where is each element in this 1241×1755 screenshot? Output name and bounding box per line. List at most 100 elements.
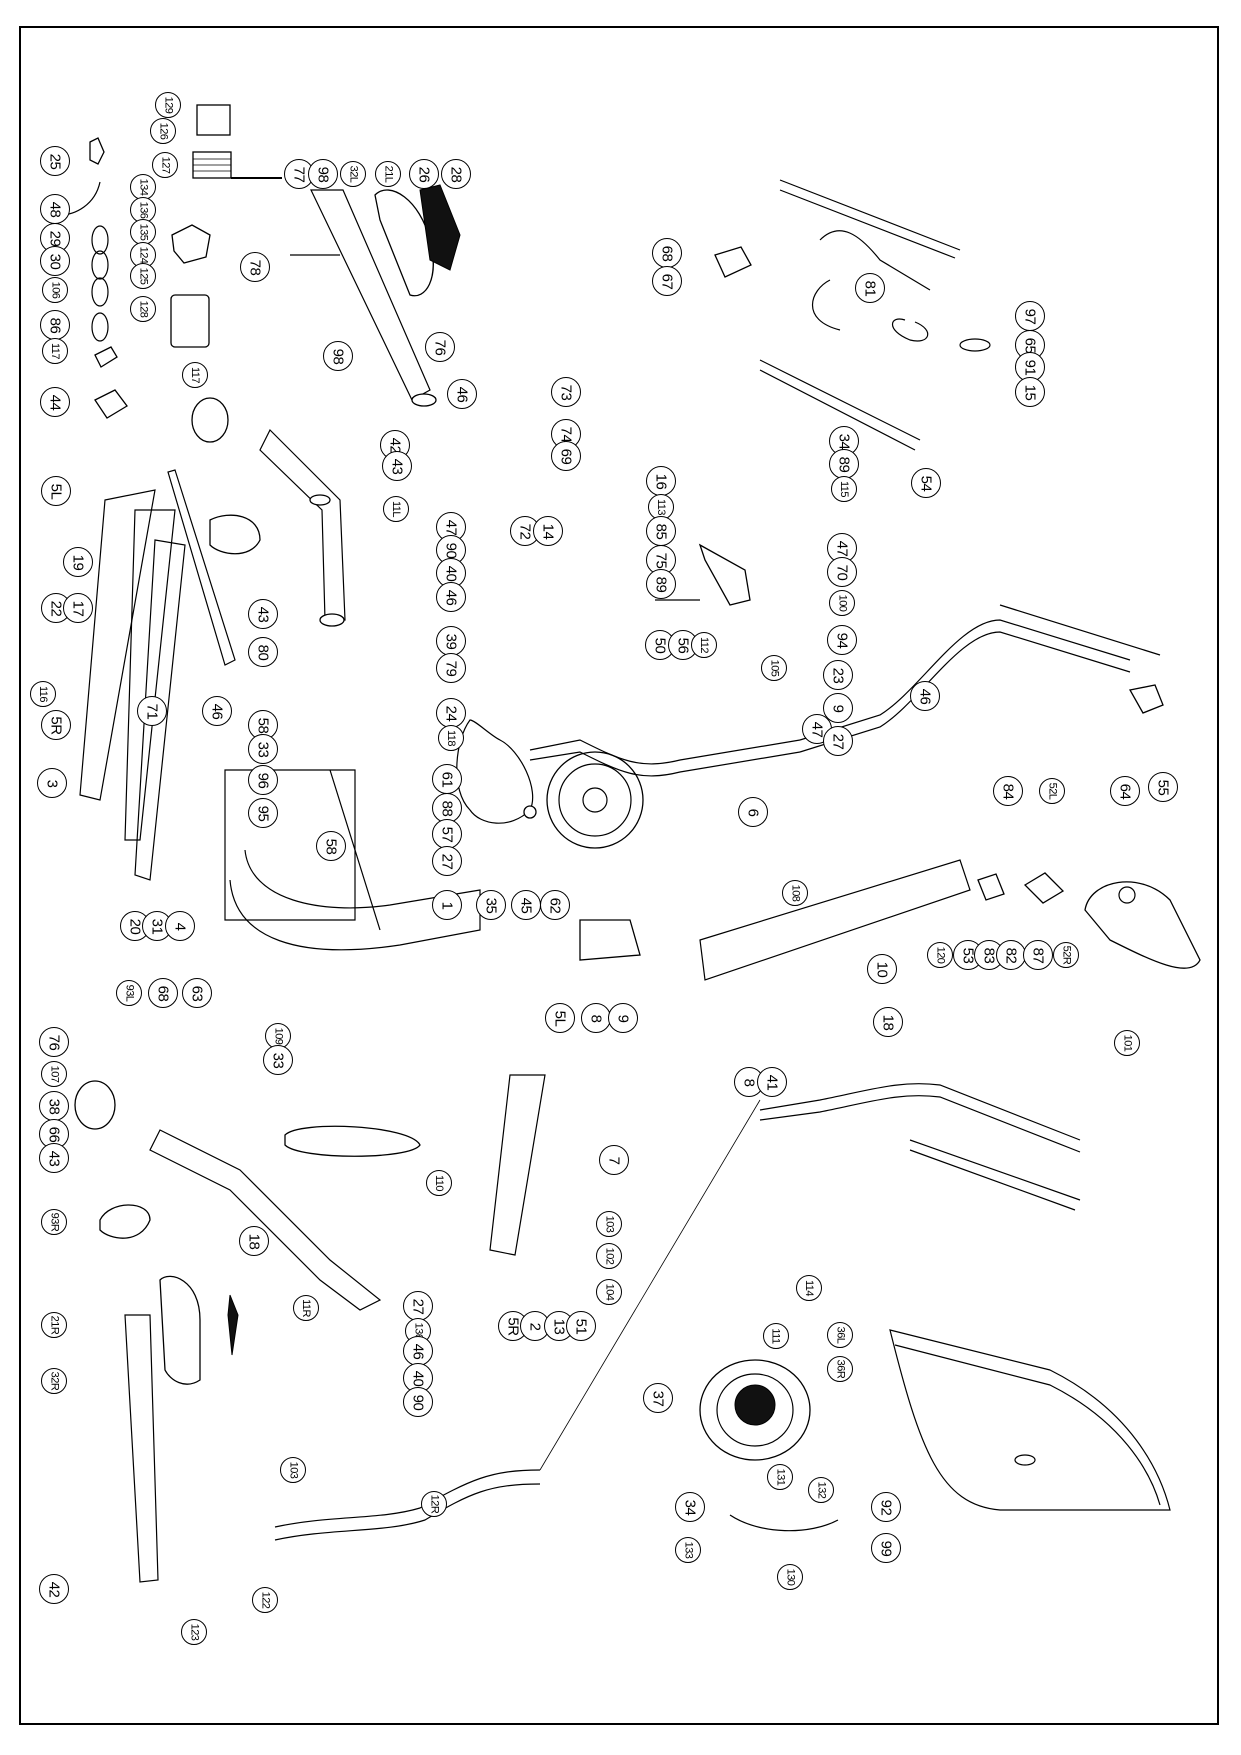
part-number: 127 — [158, 156, 171, 174]
part-callout-131: 131 — [767, 1464, 793, 1490]
part-number: 4 — [171, 922, 189, 930]
part-number: 10 — [873, 961, 891, 977]
part-number: 46 — [208, 703, 226, 719]
part-number: 80 — [254, 644, 272, 660]
part-callout-26: 26 — [409, 159, 439, 189]
part-callout-123: 123 — [181, 1619, 207, 1645]
part-number: 90 — [442, 542, 460, 558]
part-callout-95: 95 — [248, 798, 278, 828]
part-number: 48 — [46, 201, 64, 217]
part-number: 45 — [517, 897, 535, 913]
part-callout-81: 81 — [855, 273, 885, 303]
part-callout-51: 51 — [566, 1311, 596, 1341]
part-callout-77: 77 — [284, 159, 314, 189]
part-callout-24: 24 — [436, 698, 466, 728]
part-number: 32R — [48, 1371, 60, 1391]
part-callout-45: 45 — [511, 890, 541, 920]
part-callout-136: 136 — [130, 197, 156, 223]
part-number: 24 — [442, 705, 460, 721]
part-number: 46 — [409, 1343, 427, 1359]
cap-45 — [523, 805, 537, 819]
part-number: 76 — [45, 1034, 63, 1050]
part-number: 36R — [834, 1359, 846, 1379]
part-number: 123 — [187, 1623, 200, 1641]
part-number: 93L — [122, 984, 135, 1002]
part-number: 79 — [442, 660, 460, 676]
part-number: 46 — [453, 386, 471, 402]
part-number: 16 — [652, 473, 670, 489]
part-callout-18: 18 — [873, 1007, 903, 1037]
part-callout-46: 46 — [403, 1336, 433, 1366]
part-callout-110: 110 — [426, 1170, 452, 1196]
part-number: 118 — [444, 729, 457, 747]
part-number: 19 — [69, 554, 87, 570]
part-number: 78 — [246, 259, 264, 275]
part-callout-68: 68 — [148, 978, 178, 1008]
part-number: 133 — [681, 1541, 694, 1559]
diagram-border — [19, 26, 1219, 1725]
part-number: 58 — [322, 838, 340, 854]
part-callout-54: 54 — [911, 468, 941, 498]
part-number: 58 — [254, 717, 272, 733]
part-callout-21R: 21R — [41, 1312, 67, 1338]
part-number: 90 — [409, 1394, 427, 1410]
side-cover-36 — [889, 1329, 1171, 1511]
part-callout-113: 113 — [648, 494, 674, 520]
part-number: 40 — [409, 1370, 427, 1386]
part-number: 39 — [442, 633, 460, 649]
part-number: 43 — [388, 458, 406, 474]
part-callout-43: 43 — [248, 599, 278, 629]
part-callout-101: 101 — [1114, 1030, 1140, 1056]
part-callout-33: 33 — [248, 734, 278, 764]
part-number: 57 — [438, 826, 456, 842]
part-callout-28: 28 — [441, 159, 471, 189]
part-number: 96 — [254, 772, 272, 788]
upper-handle-52L — [799, 604, 1161, 753]
part-number: 76 — [431, 339, 449, 355]
part-number: 62 — [546, 897, 564, 913]
part-callout-117: 117 — [42, 338, 68, 364]
part-callout-15: 15 — [1015, 377, 1045, 407]
part-callout-97: 97 — [1015, 301, 1045, 331]
rear-stabilizer-rail — [79, 469, 236, 881]
part-number: 12R — [428, 1494, 440, 1514]
part-number: 70 — [833, 564, 851, 580]
part-number: 98 — [314, 166, 332, 182]
part-number: 111 — [769, 1328, 782, 1344]
sensor-25 — [89, 137, 105, 165]
part-callout-23: 23 — [823, 660, 853, 690]
part-number: 105 — [767, 659, 780, 677]
handlebar-81 — [714, 179, 961, 451]
part-number: 97 — [1021, 308, 1039, 324]
part-number: 129 — [161, 96, 174, 114]
part-callout-58: 58 — [316, 831, 346, 861]
part-callout-86: 86 — [40, 310, 70, 340]
part-callout-44: 44 — [40, 387, 70, 417]
adapter-44 — [94, 389, 128, 419]
flywheel-37 — [699, 1359, 811, 1461]
part-callout-70: 70 — [827, 557, 857, 587]
part-callout-120: 120 — [927, 942, 953, 968]
part-number: 34 — [681, 1499, 699, 1515]
part-callout-6: 6 — [738, 797, 768, 827]
part-callout-27: 27 — [403, 1291, 433, 1321]
part-number: 75 — [652, 552, 670, 568]
part-number: 71 — [143, 703, 161, 719]
part-number: 52L — [1045, 782, 1058, 800]
part-number: 112 — [697, 636, 710, 654]
part-callout-27: 27 — [823, 726, 853, 756]
part-number: 134 — [136, 178, 149, 196]
part-callout-130: 130 — [777, 1564, 803, 1590]
part-callout-11L: 11L — [383, 496, 409, 522]
part-number: 54 — [917, 475, 935, 491]
part-number: 104 — [602, 1283, 615, 1301]
part-callout-125: 125 — [130, 263, 156, 289]
part-number: 85 — [652, 523, 670, 539]
end-cap-55 — [1128, 684, 1164, 714]
part-number: 8 — [587, 1014, 605, 1022]
part-number: 101 — [1120, 1034, 1133, 1052]
part-callout-52L: 52L — [1039, 778, 1065, 804]
part-callout-117: 117 — [182, 362, 208, 388]
part-number: 87 — [1029, 947, 1047, 963]
cable-30 — [91, 250, 109, 280]
